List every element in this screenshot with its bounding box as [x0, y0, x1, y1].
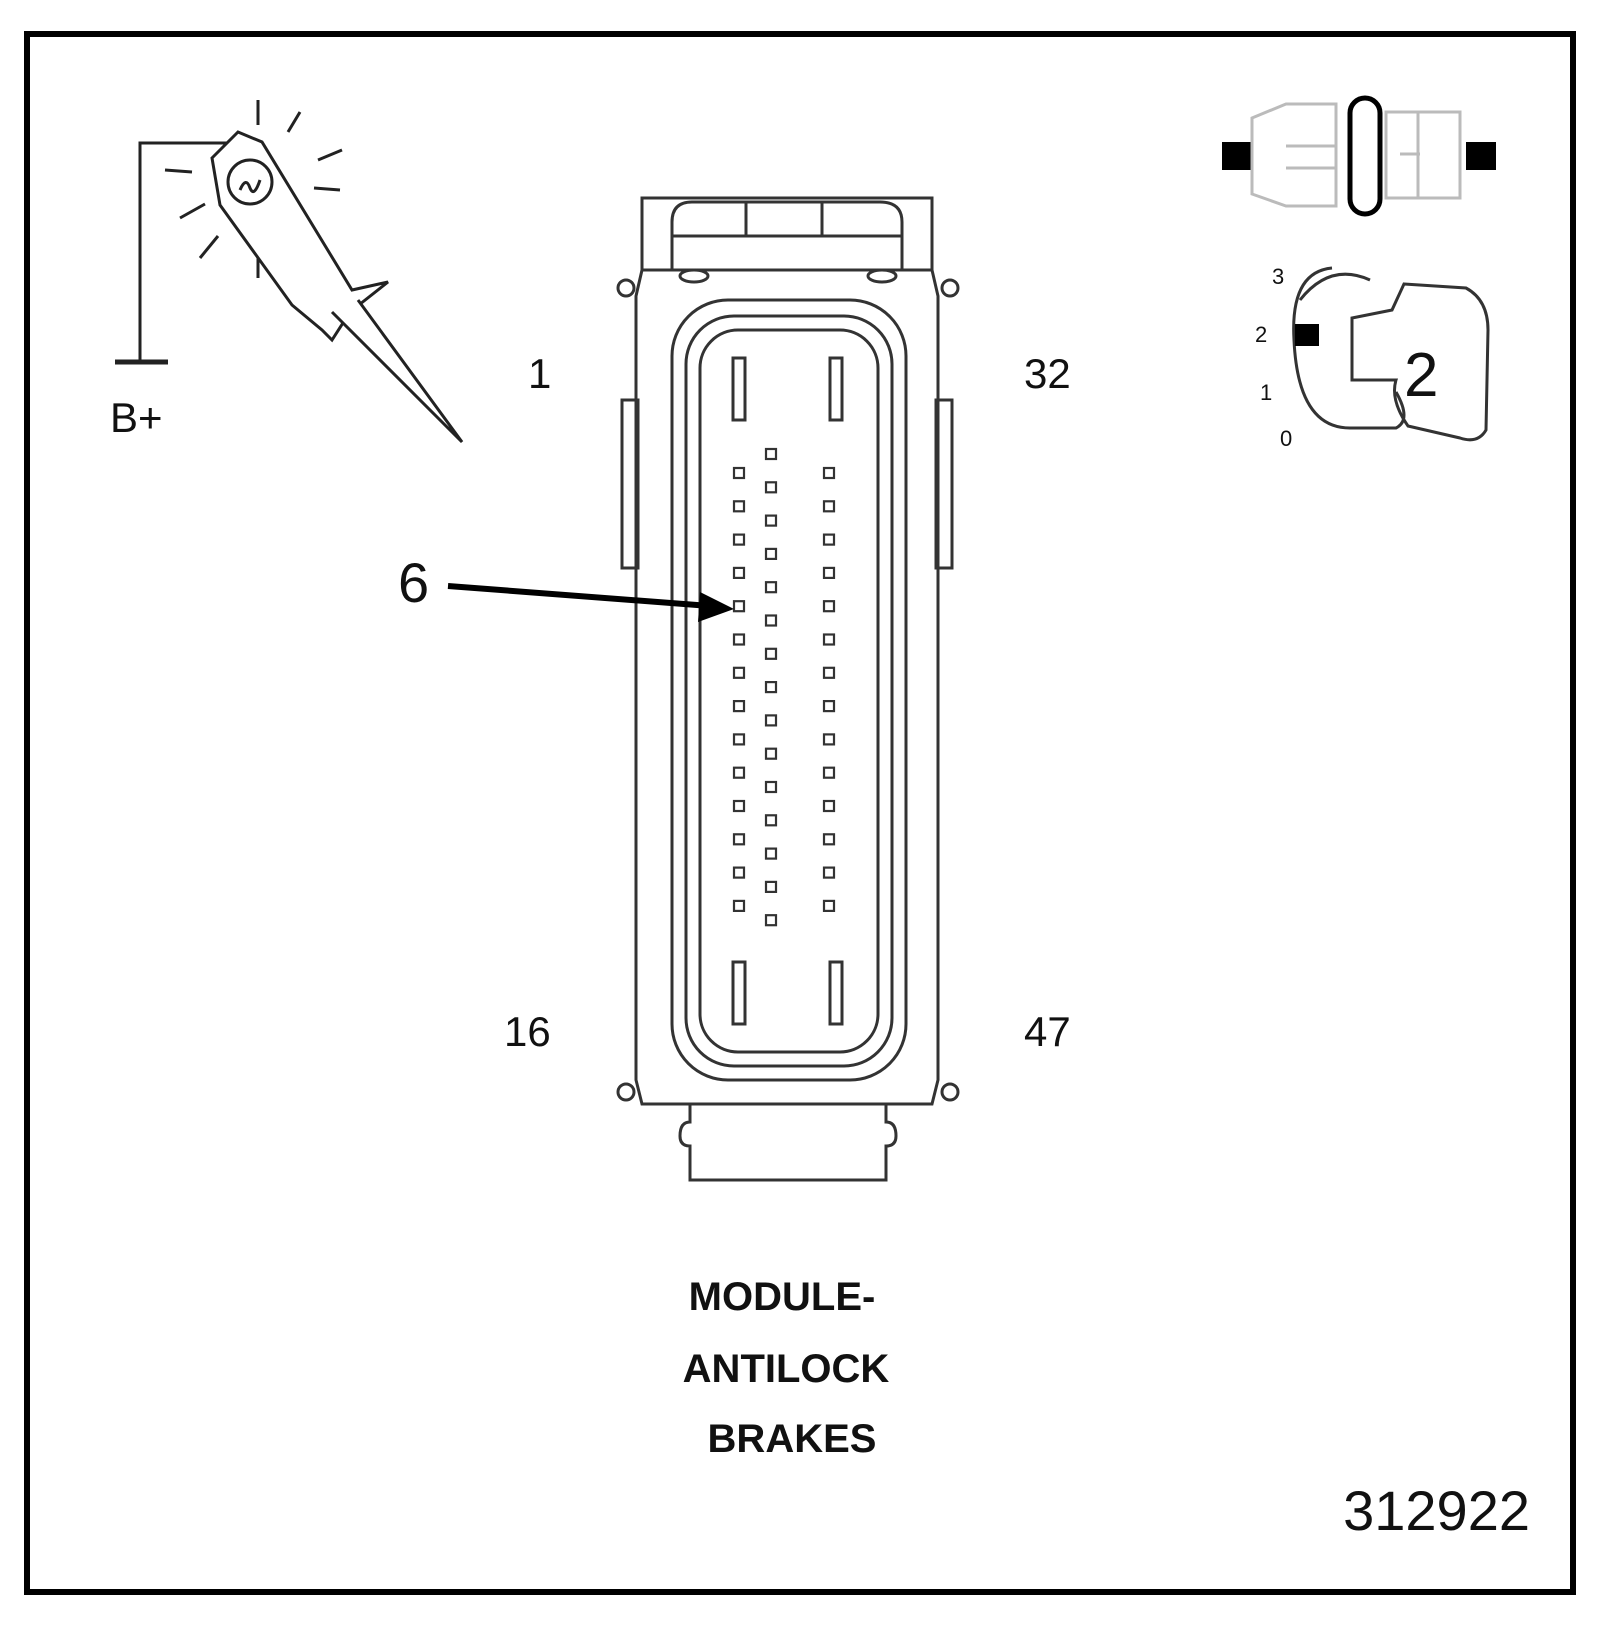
pin-cavity: [732, 899, 746, 913]
pin-cavity: [764, 614, 778, 627]
pin-cavity: [732, 633, 746, 646]
pin-cavity: [732, 699, 746, 713]
pin-cavity: [822, 533, 836, 546]
ignition-selected-position: 2: [1404, 341, 1438, 410]
ignition-pos-3: 3: [1272, 264, 1284, 289]
ignition-key-icon: [1292, 266, 1490, 442]
test-lamp-probe-icon: [115, 100, 464, 444]
pin-cavity: [732, 866, 746, 879]
pin-cavity: [764, 747, 778, 760]
pin-cavity: [764, 680, 778, 694]
pin-cavity: [822, 699, 836, 713]
pin-cavity: [764, 514, 778, 527]
pin-cavity: [732, 466, 746, 480]
pin-cavity: [822, 833, 836, 846]
pin-cavity: [822, 466, 836, 480]
pin-cavity: [732, 533, 746, 546]
callout-arrow: [447, 583, 734, 622]
caption-line-2: ANTILOCK: [683, 1347, 890, 1391]
pin-cavity: [822, 799, 836, 813]
pin-cavity: [764, 914, 778, 927]
pin-cavity: [764, 780, 778, 794]
pin-cavity: [732, 600, 746, 613]
pin-label-16: 16: [504, 1008, 551, 1055]
pin-cavity: [732, 500, 746, 513]
pin-cavity: [822, 633, 836, 646]
connector-housing: [616, 196, 960, 1182]
caption-line-3: BRAKES: [708, 1417, 877, 1461]
pin-cavity: [764, 714, 778, 727]
pin-cavity: [764, 880, 778, 894]
pin-cavity: [764, 647, 778, 660]
ignition-position-marker: [1295, 324, 1319, 346]
pin-cavity: [764, 814, 778, 827]
pin-cavity: [732, 766, 746, 779]
pin-cavity: [764, 447, 778, 461]
diagram-border: [24, 31, 1576, 1595]
pin-cavity: [822, 733, 836, 746]
pin-label-47: 47: [1024, 1008, 1071, 1055]
ignition-pos-0: 0: [1280, 426, 1292, 451]
pin-cavity: [822, 899, 836, 913]
pin-cavity: [822, 766, 836, 779]
pin-cavity: [732, 566, 746, 580]
figure-number: 312922: [1343, 1479, 1530, 1542]
pin-cavity: [764, 847, 778, 860]
pin-cavity: [732, 666, 746, 679]
b-plus-label: B+: [110, 394, 163, 441]
fused-jumper-icon: [1222, 95, 1496, 217]
caption-line-1: MODULE-: [689, 1275, 876, 1319]
pin-cavity: [732, 799, 746, 813]
ignition-pos-1: 1: [1260, 380, 1272, 405]
pin-cavity: [822, 666, 836, 679]
ignition-pos-2: 2: [1255, 322, 1267, 347]
pin-label-32: 32: [1024, 350, 1071, 397]
pin-cavity: [764, 581, 778, 594]
pin-cavity: [822, 600, 836, 613]
pin-cavity: [732, 733, 746, 746]
pin-cavity: [822, 566, 836, 580]
pin-cavity: [822, 500, 836, 513]
connector-pin-grid: [732, 447, 836, 927]
pin-cavity: [732, 833, 746, 846]
callout-label-6: 6: [398, 551, 429, 614]
pin-cavity: [764, 547, 778, 561]
pin-cavity: [764, 481, 778, 494]
pin-label-1: 1: [528, 350, 551, 397]
pin-cavity: [822, 866, 836, 879]
